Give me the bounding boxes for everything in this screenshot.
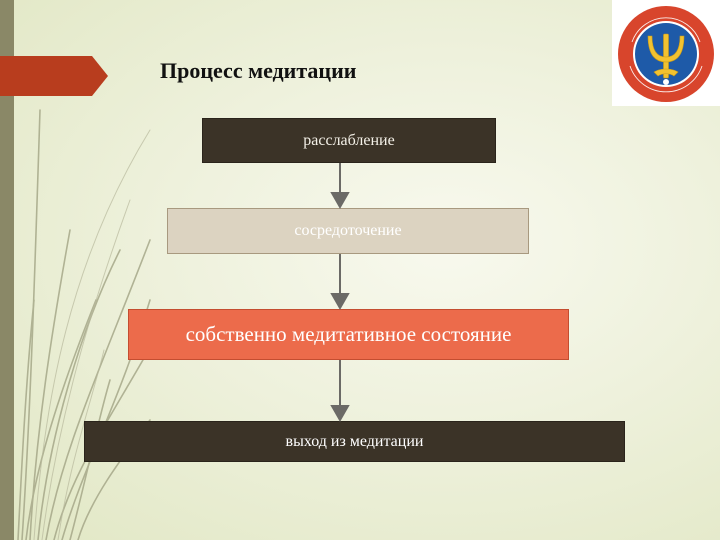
left-side-bar — [0, 0, 14, 540]
step-relaxation-label: расслабление — [303, 131, 395, 149]
arrow-3-head — [330, 405, 350, 423]
logo-frame: МЧС РОССИИ ЦЕНТР ЭКСТРЕННОЙ ПСИХОЛОГИЧЕС… — [612, 0, 720, 106]
step-relaxation-box: расслабление — [202, 118, 496, 163]
step-meditative-state-box: собственно медитативное состояние — [128, 309, 569, 360]
arrow-2-head — [330, 293, 350, 311]
title-ribbon — [0, 56, 108, 96]
arrow-1-head — [330, 192, 350, 210]
emergency-psychology-logo — [616, 4, 716, 104]
step-exit-meditation-label: выход из медитации — [285, 432, 424, 450]
step-meditative-state-label: собственно медитативное состояние — [185, 322, 512, 346]
step-concentration-label: сосредоточение — [294, 222, 402, 239]
logo-caption: МЧС РОССИИ ЦЕНТР ЭКСТРЕННОЙ ПСИХОЛОГИЧЕС… — [612, 0, 613, 1]
step-exit-meditation-box: выход из медитации — [84, 421, 625, 462]
page-title: Процесс медитации — [160, 58, 357, 83]
grass-decoration — [17, 109, 161, 540]
step-concentration-box: сосредоточение — [167, 208, 529, 254]
